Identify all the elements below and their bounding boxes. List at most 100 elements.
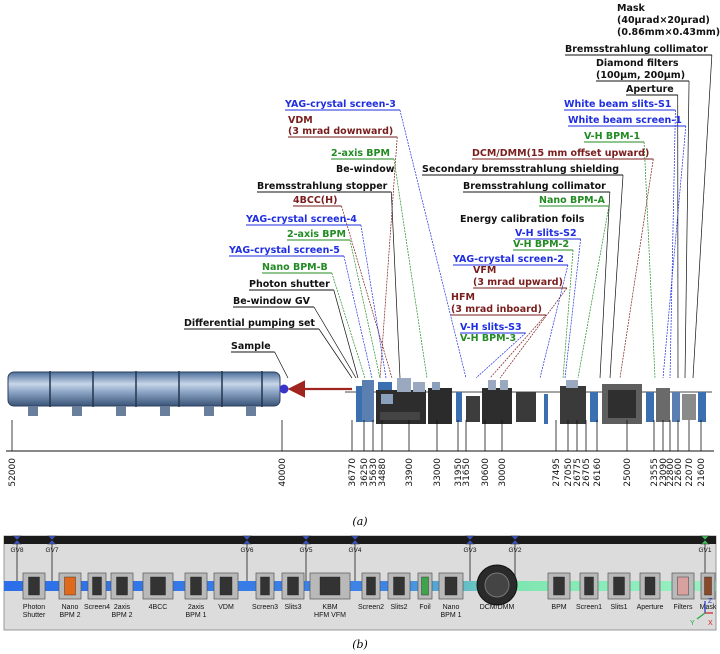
component-label: Screen3 [252, 604, 278, 611]
component-label: BPM 2 [111, 612, 132, 619]
flight-tube [7, 371, 281, 416]
schematic-component: Foil [417, 572, 433, 611]
pointer-line-23 [564, 238, 581, 379]
pointer-line-28 [331, 272, 366, 379]
component-label: BPM [551, 604, 566, 611]
pointer-line-22 [360, 224, 387, 379]
label-9: V-H BPM-1 [584, 131, 640, 142]
axis-tick-label: 26705 [582, 458, 592, 487]
gate-valve: GV3 [463, 535, 477, 581]
component-label: BPM 1 [440, 612, 461, 619]
component-label: BPM 1 [185, 612, 206, 619]
schematic-component: Slits2 [387, 572, 411, 611]
component-label: 2axis [188, 604, 205, 611]
axis-tick-label: 36250 [360, 458, 370, 487]
label-30: (3 mrad upward) [473, 277, 563, 288]
axis-tick-label: 33900 [405, 458, 415, 487]
schematic-component: Slits1 [607, 572, 631, 611]
pointer-line-3 [692, 54, 713, 379]
label-25: V-H BPM-2 [513, 239, 569, 250]
pointer-line-10 [399, 109, 467, 379]
label-14: 2-axis BPM [331, 148, 390, 159]
axis-tick-label: 22800 [666, 458, 676, 487]
component-label: Slits3 [284, 604, 301, 611]
label-34: (3 mrad inboard) [451, 304, 542, 315]
schematic-component: Slits3 [281, 572, 305, 611]
axis-tick-label: 22600 [674, 458, 684, 487]
component-label: Slits1 [610, 604, 627, 611]
component-labels: Mask(40μrad×20μrad)(0.86mm×0.43mm)Bremss… [184, 3, 720, 353]
label-11: VDM [288, 115, 313, 126]
pointer-line-7 [669, 109, 676, 379]
gate-valve: GV4 [348, 535, 362, 581]
equipment-group-2 [560, 380, 706, 424]
schematic-component: Mask [700, 572, 717, 611]
label-38: Sample [231, 341, 271, 352]
component-label: Foil [419, 604, 431, 611]
label-19: 4BCC(H) [293, 195, 337, 206]
axis-tick-label: 30000 [498, 458, 508, 487]
schematic-component: Screen2 [358, 572, 384, 611]
label-3: Bremsstrahlung collimator [565, 44, 708, 55]
label-23: V-H slits-S2 [515, 228, 577, 239]
schematic-component: Aperture [637, 572, 664, 611]
axis-tick-label: 31650 [462, 458, 472, 487]
pointer-line-30 [499, 287, 568, 379]
axis-tick-label: 27050 [564, 458, 574, 487]
schematic-component: VDM [213, 572, 239, 611]
label-6: Aperture [626, 84, 674, 95]
label-2: (0.86mm×0.43mm) [617, 27, 720, 38]
label-12: (3 mrad downward) [288, 126, 393, 137]
label-28: Nano BPM-B [262, 262, 328, 273]
axis-tick-label: 26775 [573, 458, 583, 487]
pointer-line-24 [349, 239, 381, 379]
label-17: Bremsstrahlung stopper [257, 181, 388, 192]
schematic-component: Screen1 [576, 572, 602, 611]
component-label: DCM/DMM [480, 604, 515, 611]
label-22: YAG-crystal screen-4 [245, 214, 357, 225]
pointer-line-38 [274, 351, 289, 379]
pointer-line-32 [313, 306, 357, 379]
gate-valve: GV6 [240, 535, 254, 581]
gate-valve: GV5 [299, 535, 313, 581]
caption-b: (b) [352, 638, 368, 651]
component-label: Mask [700, 604, 717, 611]
label-16: Be-window [336, 164, 395, 175]
label-18: Bremsstrahlung collimator [463, 181, 606, 192]
pointer-line-17 [390, 191, 401, 379]
top-rail [4, 536, 716, 544]
pointer-line-15 [609, 174, 624, 379]
gate-valve-label: GV5 [299, 547, 312, 554]
pointer-line-35 [318, 328, 353, 379]
component-label: Screen2 [358, 604, 384, 611]
label-21: Energy calibration foils [460, 214, 585, 225]
label-7: White beam slits-S1 [564, 99, 671, 110]
label-5: (100μm, 200μm) [596, 70, 685, 81]
label-32: Be-window GV [233, 296, 311, 307]
pointer-line-36 [475, 332, 526, 379]
caption-a: (a) [352, 515, 367, 528]
pointer-line-8 [662, 125, 687, 379]
axis-tick-label: 35630 [369, 458, 379, 487]
label-36: V-H slits-S3 [460, 322, 522, 333]
axis-tick-label: 27495 [552, 458, 562, 487]
schematic-component: Screen3 [252, 572, 278, 611]
label-4: Diamond filters [596, 58, 679, 69]
svg-text:Y: Y [690, 620, 695, 627]
label-35: Differential pumping set [184, 318, 315, 329]
label-37: V-H BPM-3 [460, 333, 516, 344]
axis-tick-label: 40000 [278, 458, 288, 487]
pointer-line-27 [539, 264, 569, 379]
label-13: DCM/DMM(15 mm offset upward) [472, 148, 649, 159]
axes-glyph: Z Y X [690, 598, 713, 627]
axis-tick-label: 21600 [697, 458, 707, 487]
gate-valve-label: GV3 [463, 547, 476, 554]
